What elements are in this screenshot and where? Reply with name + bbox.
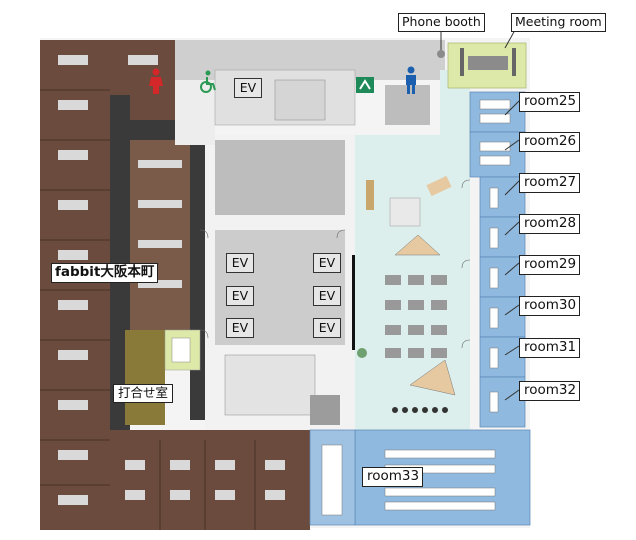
room33-label: room33: [362, 467, 424, 487]
building-core: [205, 135, 356, 430]
office-name-label: fabbit大阪本町: [51, 263, 159, 283]
elevator-left-3: EV: [226, 318, 254, 338]
elevator-right-2: EV: [313, 286, 341, 306]
elevator-left-1: EV: [226, 253, 254, 273]
lounge-area: [355, 70, 470, 430]
room30-label: room30: [519, 296, 581, 316]
wheelchair-icon: [200, 70, 216, 93]
restroom-female-icon: [149, 68, 163, 94]
east-rooms: [469, 91, 526, 428]
emergency-exit-icon: [356, 77, 374, 93]
room27-label: room27: [519, 173, 581, 193]
elevator-right-1: EV: [313, 253, 341, 273]
room26-label: room26: [519, 132, 581, 152]
label-leaders: [440, 29, 520, 401]
meeting-corner-label: 打合せ室: [113, 384, 174, 403]
elevator-top: EV: [234, 78, 262, 98]
open-desk-area: [130, 140, 190, 330]
phone-booth-label: Phone booth: [398, 13, 485, 32]
meeting-corner-area: [125, 329, 201, 425]
room28-label: room28: [519, 214, 581, 234]
room33-area: [309, 429, 531, 526]
phone-booth-marker: [437, 50, 445, 58]
elevator-right-3: EV: [313, 318, 341, 338]
west-offices: [40, 40, 310, 530]
room25-label: room25: [519, 92, 581, 112]
room29-label: room29: [519, 255, 581, 275]
elevator-left-2: EV: [226, 286, 254, 306]
meeting-room-label: Meeting room: [511, 13, 606, 32]
room32-label: room32: [519, 381, 581, 401]
door-swings: [199, 179, 471, 349]
restroom-male-icon: [406, 66, 416, 94]
room31-label: room31: [519, 338, 581, 358]
meeting-room-area: [447, 42, 527, 89]
